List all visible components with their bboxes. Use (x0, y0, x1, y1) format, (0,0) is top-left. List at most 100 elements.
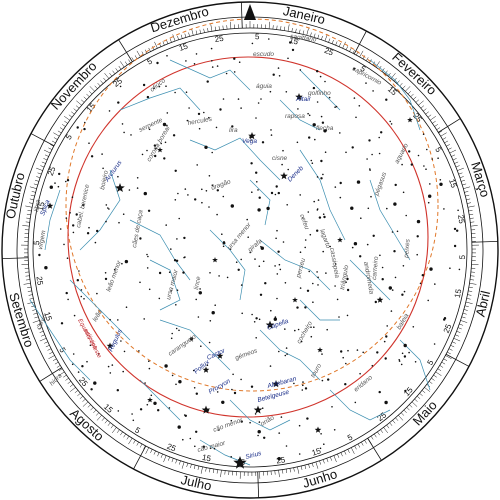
star (73, 314, 76, 317)
star (324, 151, 327, 153)
day-tick (349, 47, 352, 52)
star (389, 120, 392, 123)
day-tick (23, 283, 31, 285)
day-tick (463, 309, 468, 311)
star (261, 141, 265, 144)
constellation-line (149, 259, 181, 311)
day-tick (387, 72, 391, 77)
star (310, 326, 312, 329)
day-tick (442, 137, 447, 140)
day-label: 15 (36, 200, 47, 211)
day-tick (469, 279, 475, 281)
star (153, 87, 155, 89)
star (394, 183, 397, 187)
label-raposa: raposa (285, 113, 305, 120)
star (107, 207, 109, 209)
star (162, 122, 167, 127)
star (240, 107, 242, 109)
star (117, 410, 120, 412)
day-tick (468, 290, 473, 292)
star (221, 400, 225, 404)
day-tick (439, 365, 444, 368)
star (366, 158, 368, 160)
day-tick (465, 301, 473, 304)
star (105, 204, 108, 206)
day-label: 15 (311, 446, 323, 457)
star (230, 204, 234, 208)
day-tick (326, 458, 329, 463)
day-tick (207, 27, 209, 33)
star (120, 340, 122, 342)
star (401, 352, 404, 355)
star (281, 163, 283, 166)
star (273, 317, 277, 321)
star (158, 271, 162, 275)
label-golfinho: golfinho (308, 90, 331, 97)
star (306, 289, 310, 292)
bright-star (115, 183, 125, 192)
day-tick (375, 61, 380, 68)
day-tick (438, 130, 443, 134)
label-flecha: flecha (316, 125, 334, 132)
star (121, 262, 123, 265)
star (410, 163, 413, 166)
day-tick (315, 461, 319, 469)
star (318, 216, 322, 219)
star (143, 318, 145, 320)
star (270, 129, 272, 131)
day-tick (65, 377, 69, 381)
day-tick (311, 463, 314, 468)
day-tick (289, 468, 291, 473)
star (457, 209, 459, 212)
star (344, 383, 347, 386)
day-tick (188, 32, 190, 37)
star (249, 421, 251, 424)
day-tick (27, 210, 32, 212)
star (328, 96, 331, 99)
star (345, 281, 347, 284)
day-tick (134, 55, 138, 59)
star (302, 384, 304, 387)
day-tick (413, 96, 417, 100)
constellation-line (369, 179, 411, 261)
star (370, 195, 372, 198)
star (324, 80, 326, 83)
day-label: 25 (166, 442, 178, 454)
constellation-line (249, 179, 271, 226)
star (211, 60, 213, 62)
star (202, 445, 205, 448)
day-tick (425, 111, 429, 115)
star (284, 282, 287, 284)
star (109, 372, 112, 374)
star (177, 425, 181, 429)
star (429, 183, 431, 185)
day-tick (297, 466, 300, 474)
star (319, 75, 322, 78)
day-tick (57, 130, 62, 134)
star (325, 272, 327, 274)
star (376, 351, 379, 354)
constellation-line (399, 339, 431, 391)
star (208, 175, 211, 177)
star (158, 85, 161, 88)
day-tick (282, 469, 284, 474)
day-tick (392, 420, 396, 424)
day-tick (162, 41, 165, 46)
day-tick (181, 461, 185, 469)
star (433, 343, 436, 345)
day-tick (120, 431, 123, 436)
star (299, 287, 302, 289)
constellation-line (29, 299, 91, 381)
star (175, 383, 177, 386)
star (372, 234, 375, 237)
star (351, 246, 354, 249)
star (285, 347, 288, 349)
star (122, 370, 124, 373)
north-marker (244, 4, 256, 20)
day-tick (209, 468, 211, 473)
star (89, 344, 92, 347)
constellation-line (139, 379, 181, 421)
star (146, 403, 149, 406)
day-tick (453, 338, 461, 342)
